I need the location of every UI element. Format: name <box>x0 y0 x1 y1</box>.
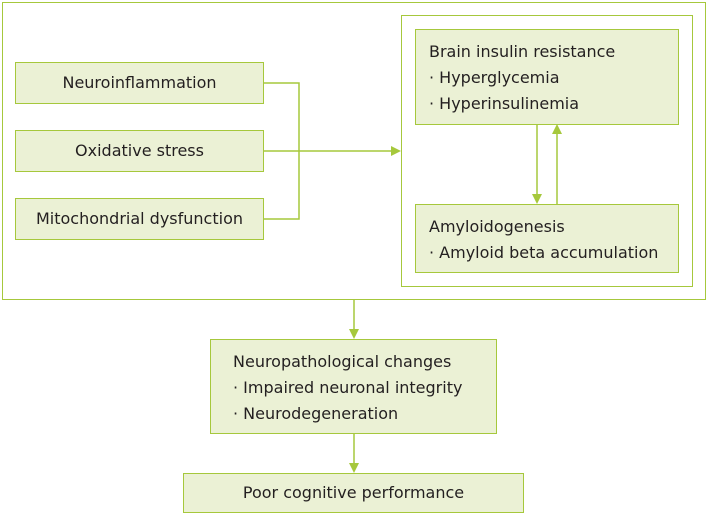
connector-mitochondrial <box>263 151 300 220</box>
bullet-item: · Impaired neuronal integrity <box>233 378 463 397</box>
box-oxidative-stress: Oxidative stress <box>15 130 264 172</box>
arrowhead-into-insulin <box>552 124 562 134</box>
box-amyloidogenesis: Amyloidogenesis · Amyloid beta accumulat… <box>415 204 679 273</box>
inner-frame <box>401 15 693 287</box>
box-neuropathological-changes: Neuropathological changes · Impaired neu… <box>210 339 497 434</box>
box-poor-cognitive-performance: Poor cognitive performance <box>183 473 524 513</box>
connector-neuroinflammation <box>263 82 300 151</box>
box-neuroinflammation: Neuroinflammation <box>15 62 264 104</box>
arrowhead-into-inner-frame <box>391 146 401 156</box>
box-label: Neuroinflammation <box>62 73 217 92</box>
box-title: Neuropathological changes <box>233 352 452 371</box>
outer-frame <box>2 2 706 300</box>
box-title: Amyloidogenesis <box>429 217 565 236</box>
bullet-item: · Neurodegeneration <box>233 404 399 423</box>
bullet-item: · Amyloid beta accumulation <box>429 243 659 262</box>
arrowhead-into-neuro <box>349 329 359 339</box>
box-label: Poor cognitive performance <box>242 483 465 502</box>
box-label: Mitochondrial dysfunction <box>35 209 243 228</box>
bullet-item: · Hyperglycemia <box>429 68 560 87</box>
bullet-item: · Hyperinsulinemia <box>429 94 580 113</box>
box-mitochondrial-dysfunction: Mitochondrial dysfunction <box>15 198 264 240</box>
box-label: Oxidative stress <box>75 141 204 160</box>
arrowhead-into-outcome <box>349 463 359 473</box>
arrowhead-into-amyloid <box>532 194 542 204</box>
box-title: Brain insulin resistance <box>429 42 616 61</box>
box-brain-insulin-resistance: Brain insulin resistance · Hyperglycemia… <box>415 29 679 125</box>
